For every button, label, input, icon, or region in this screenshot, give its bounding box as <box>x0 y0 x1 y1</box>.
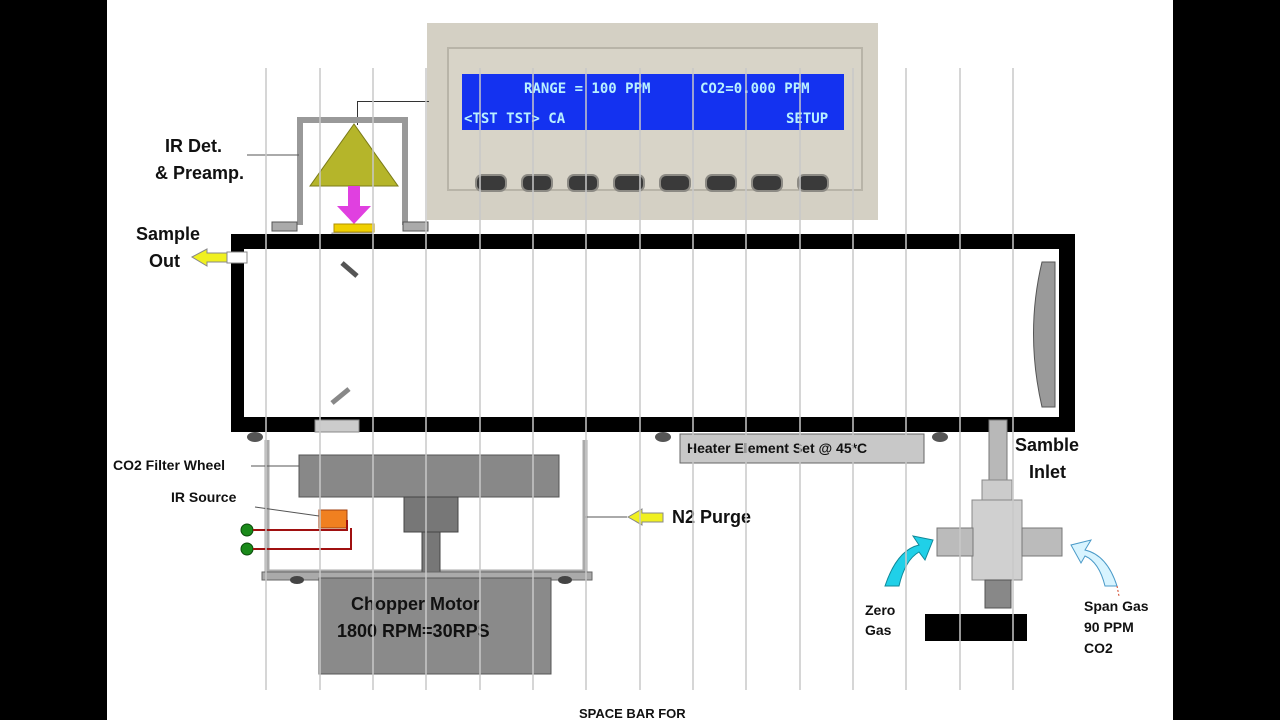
glitch-line <box>1012 68 1014 690</box>
glitch-line <box>692 68 694 690</box>
source-wire-1 <box>253 520 348 531</box>
chopper-rpm-label: 1800 RPM=30RPS <box>337 621 490 641</box>
lower-lens <box>314 419 360 433</box>
curved-arrow-icon <box>1070 539 1118 587</box>
inlet-tube <box>988 419 1008 481</box>
glitch-line <box>745 68 747 690</box>
ir-det-label: IR Det. <box>165 136 223 156</box>
upper-fold-mirror <box>340 261 359 278</box>
zero-gas-fitting <box>936 527 974 557</box>
glitch-line <box>319 68 321 690</box>
lcd-leader-line <box>357 101 429 102</box>
co2-filter-wheel <box>298 454 560 498</box>
glitch-line <box>639 68 641 690</box>
n2-purge-label: N2 Purge <box>672 507 752 527</box>
lcd-range: RANGE = 100 PPM <box>524 81 651 97</box>
glitch-line <box>425 68 427 690</box>
chopper-motor <box>318 577 552 675</box>
housing-foot-left <box>271 221 298 232</box>
motor-hub <box>403 496 459 533</box>
panel-key-3[interactable] <box>569 176 597 190</box>
left-arrow-icon <box>626 508 664 526</box>
ir-source-label: IR Source <box>171 489 237 505</box>
panel-key-6[interactable] <box>707 176 735 190</box>
zero-gas-label-2: Gas <box>865 622 892 638</box>
terminal-1 <box>240 523 254 537</box>
cell-foot-1 <box>247 432 263 442</box>
span-gas-concentration: 90 PPM <box>1084 619 1134 635</box>
glitch-line <box>265 68 267 690</box>
lcd-softkey-setup: SETUP <box>786 111 829 127</box>
analyzer-schematic-overlay <box>190 248 1120 675</box>
detector-window <box>333 223 375 233</box>
lcd-leader-line-v <box>357 101 358 125</box>
base-foot-2 <box>558 576 572 584</box>
sample-out-label: Sample <box>136 224 201 244</box>
sample-inlet-label-2: Inlet <box>1029 462 1067 482</box>
detector-housing <box>297 117 408 225</box>
lcd-co2-reading: CO2=0.000 PPM <box>700 81 810 97</box>
detector-arrow-shaft <box>348 186 360 206</box>
sample-out-port <box>226 251 248 264</box>
co2-filter-wheel-label: CO2 Filter Wheel <box>113 457 226 473</box>
curved-arrow-icon <box>884 535 934 587</box>
left-arrow-icon <box>190 248 228 267</box>
base-foot-1 <box>290 576 304 584</box>
source-wire-2 <box>253 528 352 550</box>
panel-key-1[interactable] <box>477 176 505 190</box>
zero-gas-label: Zero <box>865 602 896 618</box>
sample-inlet-label: Samble <box>1015 435 1080 455</box>
inlet-fitting <box>981 479 1013 501</box>
cell-mirror <box>1033 261 1056 408</box>
span-gas-species: CO2 <box>1084 640 1113 656</box>
detector-arrow-head <box>337 206 371 224</box>
panel-key-4[interactable] <box>615 176 643 190</box>
span-gas-fitting <box>1021 527 1063 557</box>
heater-element <box>679 433 925 464</box>
cell-foot-2 <box>655 432 671 442</box>
footer-hint: SPACE BAR FOR <box>579 706 686 720</box>
glitch-line <box>479 68 481 690</box>
lower-fold-mirror <box>330 387 351 405</box>
valve-stem <box>984 579 1012 609</box>
panel-key-7[interactable] <box>753 176 781 190</box>
heater-label: Heater Element Set @ 45*C <box>687 440 868 456</box>
cell-foot-3 <box>932 432 948 442</box>
glitch-line <box>532 68 534 690</box>
panel-key-2[interactable] <box>523 176 551 190</box>
ir-source <box>318 509 348 529</box>
glitch-line <box>372 68 374 690</box>
three-way-valve-icon <box>971 499 1023 581</box>
glitch-line <box>852 68 854 690</box>
chopper-motor-label: Chopper Motor <box>351 594 480 614</box>
terminal-2 <box>240 542 254 556</box>
diagram-stage: RANGE = 100 PPM CO2=0.000 PPM <TST TST> … <box>107 0 1173 720</box>
preamp-label: & Preamp. <box>155 163 245 183</box>
analyzer-schematic <box>247 117 429 246</box>
lcd-display: RANGE = 100 PPM CO2=0.000 PPM <TST TST> … <box>462 74 844 130</box>
valve-base <box>925 614 1027 641</box>
housing-foot-right <box>402 221 429 232</box>
glitch-line <box>959 68 961 690</box>
sample-cell-interior <box>244 249 1059 417</box>
glitch-line <box>905 68 907 690</box>
span-gas-label: Span Gas <box>1084 598 1149 614</box>
lcd-softkeys-left: <TST TST> CA <box>464 111 566 127</box>
glitch-line <box>585 68 587 690</box>
sample-out-label-2: Out <box>149 251 180 271</box>
panel-key-8[interactable] <box>799 176 827 190</box>
glitch-line <box>799 68 801 690</box>
span-gas-leader <box>1116 585 1120 597</box>
panel-key-5[interactable] <box>661 176 689 190</box>
